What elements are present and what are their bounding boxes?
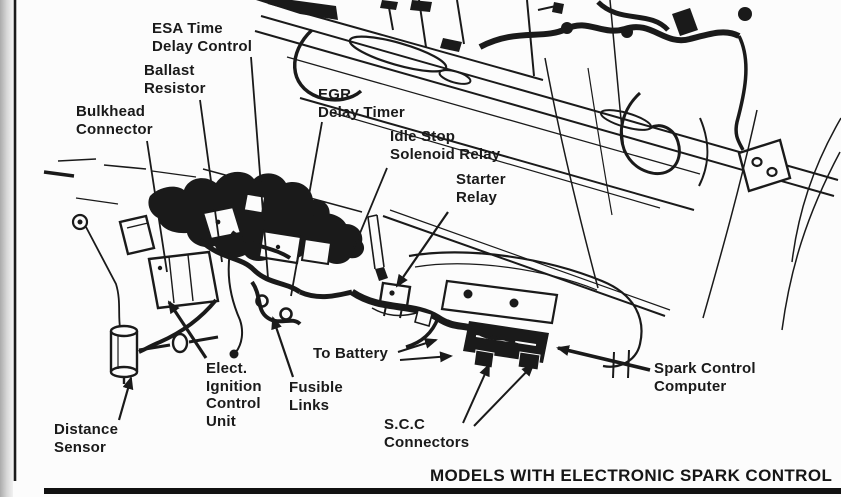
ballast-resistor-body (201, 205, 243, 241)
leader-elect-ignition-control-unit (167, 300, 208, 359)
scc-connector-2 (517, 351, 541, 371)
label-bulkhead-connector: Bulkhead Connector (76, 103, 153, 138)
component-cluster (118, 171, 519, 359)
leader-spark-control-computer (556, 345, 651, 372)
egr-delay-timer-body (300, 237, 333, 266)
label-fusible-links: Fusible Links (289, 379, 343, 414)
leader-scc-connectors-1 (462, 363, 490, 424)
apron-computer (382, 209, 671, 379)
starter-relay-area (367, 214, 412, 319)
label-scc-connectors: S.C.C Connectors (384, 416, 470, 451)
label-idle-stop-solenoid-relay: Idle Stop Solenoid Relay (390, 128, 501, 163)
label-esa-time-delay-control: ESA Time Delay Control (152, 20, 253, 55)
leader-egr-delay-timer (290, 121, 323, 297)
bottom-rule (44, 488, 841, 494)
label-egr-delay-timer: EGR Delay Timer (318, 86, 405, 121)
leader-to-battery-2 (399, 351, 453, 363)
fusible-links-wires (250, 280, 302, 326)
label-distance-sensor: Distance Sensor (54, 421, 119, 456)
leader-ballast-resistor (199, 99, 223, 263)
leader-esa-time-delay-control (250, 56, 269, 279)
leader-fusible-links (271, 316, 295, 378)
scan-edge-shadow (0, 0, 13, 497)
ignition-control-unit-body (147, 250, 220, 310)
figure-caption: MODELS WITH ELECTRONIC SPARK CONTROL (430, 466, 833, 485)
leader-starter-relay (395, 211, 449, 288)
fender-outline (702, 109, 841, 331)
firewall-harness (478, 0, 792, 289)
leader-idle-stop-solenoid-relay (352, 167, 388, 251)
label-to-battery: To Battery (313, 345, 389, 362)
label-starter-relay: Starter Relay (456, 171, 506, 206)
main-wiring-harness (350, 289, 518, 344)
bulkhead-connector-body (118, 214, 156, 256)
leader-scc-connectors-2 (473, 363, 535, 427)
label-spark-control-computer: Spark Control Computer (654, 360, 756, 395)
leader-lines (117, 56, 651, 427)
leader-distance-sensor (117, 376, 134, 421)
label-ballast-resistor: Ballast Resistor (144, 62, 206, 97)
leader-bulkhead-connector (146, 140, 168, 273)
leader-to-battery-1 (397, 338, 438, 353)
scc-connector-1 (473, 349, 495, 369)
label-elect-ignition-control-unit: Elect. Ignition Control Unit (206, 360, 262, 430)
